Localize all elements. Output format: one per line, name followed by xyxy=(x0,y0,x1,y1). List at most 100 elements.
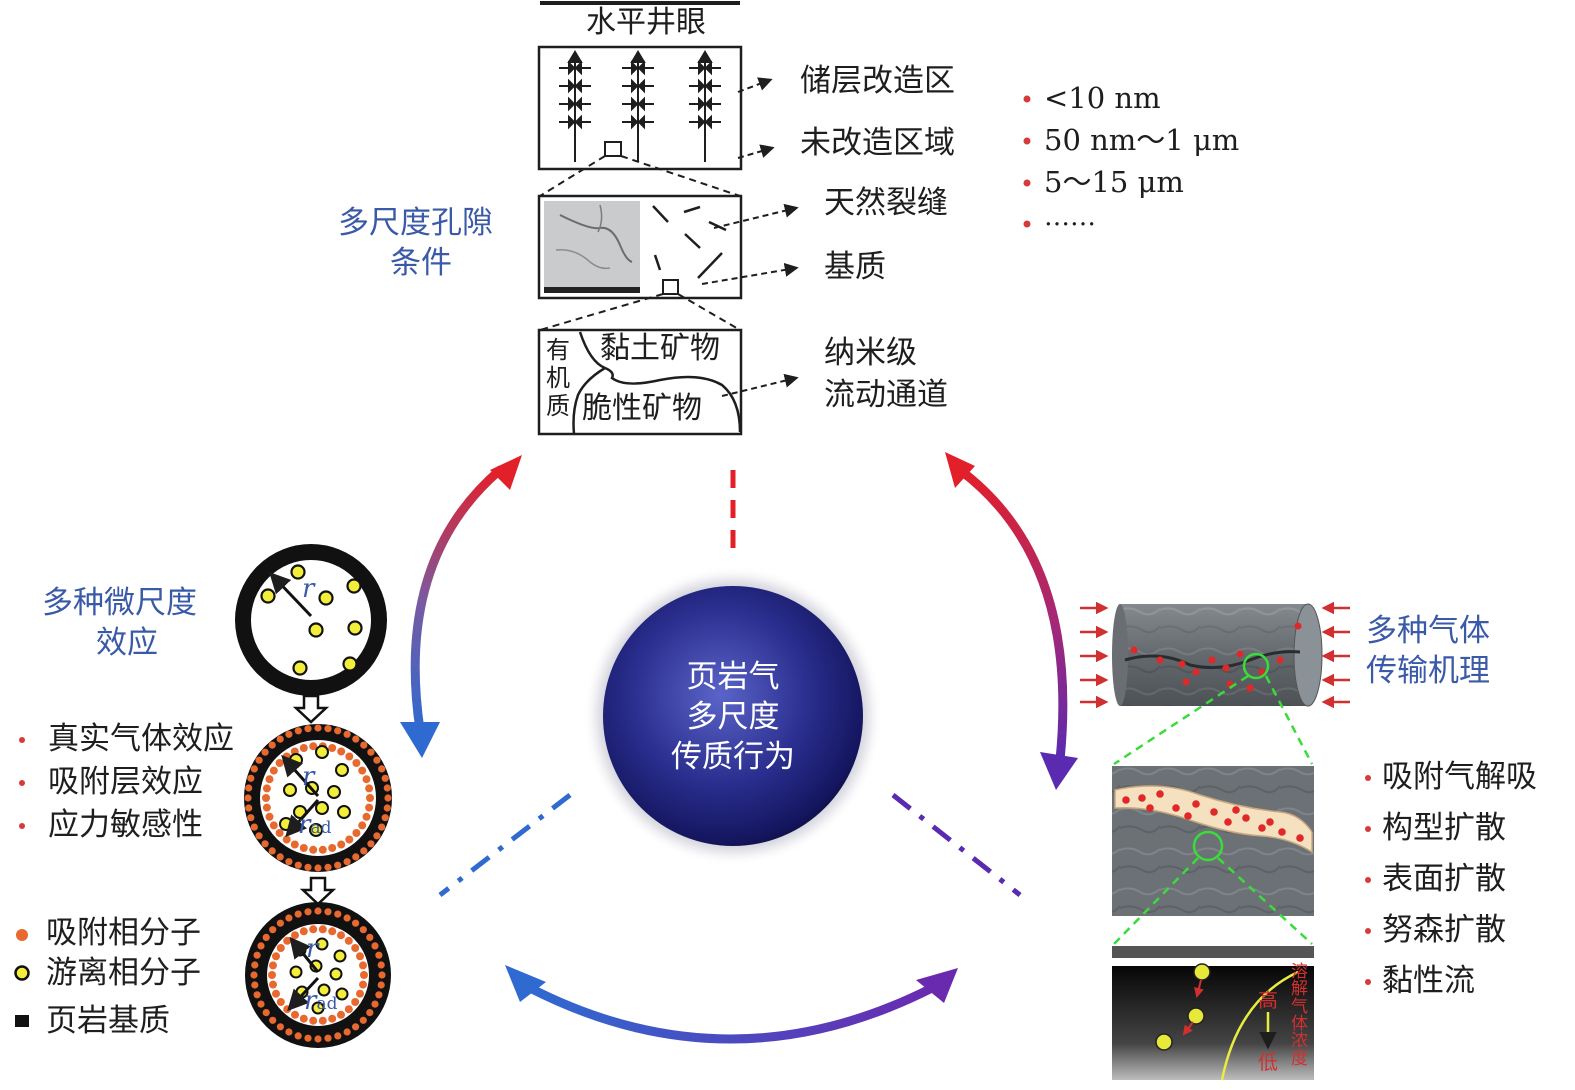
adsorbed-molecule xyxy=(275,759,284,767)
free-molecule xyxy=(292,660,308,676)
adsorbed-molecule xyxy=(367,840,375,848)
legend-adsorbed-dot xyxy=(16,929,28,941)
adsorbed-molecule xyxy=(314,724,322,732)
micro-effects-title-1: 多种微尺度 xyxy=(42,585,197,621)
channel-molecule xyxy=(1138,794,1146,802)
channel-molecule xyxy=(1146,804,1154,812)
free-molecule xyxy=(308,622,324,638)
free-molecule xyxy=(315,745,329,759)
adsorbed-molecule xyxy=(285,1028,293,1036)
scale-item-2: 5～15 μm xyxy=(1044,165,1184,199)
adsorbed-molecule xyxy=(328,1014,337,1023)
adsorbed-molecule xyxy=(269,766,278,775)
legend-free-dot xyxy=(14,965,30,981)
adsorbed-molecule xyxy=(294,1032,302,1040)
adsorbed-molecule xyxy=(291,1010,299,1019)
free-molecule xyxy=(315,937,329,951)
arrow-right-arc xyxy=(955,465,1068,765)
gas-molecule xyxy=(1246,684,1254,692)
free-molecule xyxy=(311,1001,325,1015)
effect-item-2: 应力敏感性 xyxy=(48,807,203,843)
low-label: 低 xyxy=(1258,1050,1278,1074)
adsorbed-molecule xyxy=(378,765,386,773)
adsorbed-molecule xyxy=(245,784,253,792)
adsorbed-molecule xyxy=(371,942,379,950)
adsorbed-molecule xyxy=(314,864,322,872)
adsorbed-molecule xyxy=(255,832,263,840)
adsorbed-molecule xyxy=(378,971,386,979)
adsorbed-molecule xyxy=(384,794,392,802)
brittle-label: 脆性矿物 xyxy=(582,391,702,426)
scale-item-3: …… xyxy=(1044,202,1096,232)
adsorbed-molecule xyxy=(285,914,293,922)
adsorbed-molecule xyxy=(282,835,291,844)
mechanism-item-1: 构型扩散 xyxy=(1382,810,1506,846)
adsorbed-molecule xyxy=(285,858,293,866)
adsorbed-molecule xyxy=(276,919,284,927)
adsorbed-molecule xyxy=(324,908,332,916)
free-molecule xyxy=(346,578,362,594)
channel-molecule xyxy=(1232,806,1240,814)
fracture-arrows xyxy=(559,50,721,162)
adsorbed-molecule xyxy=(360,847,368,855)
adsorbed-molecule xyxy=(262,784,271,793)
adsorbed-molecule xyxy=(269,961,277,970)
adsorbed-molecule xyxy=(365,784,374,793)
concentration-curve xyxy=(1220,970,1299,1081)
adsorbed-molecule xyxy=(366,933,374,942)
adsorbed-molecule xyxy=(299,1014,308,1023)
adsorbed-molecule xyxy=(352,919,360,927)
adsorbed-molecule xyxy=(285,730,293,738)
adsorbed-molecule xyxy=(352,735,360,743)
adsorbed-molecule xyxy=(304,1034,312,1042)
unstimulated-zone-label: 未改造区域 xyxy=(800,125,955,161)
adsorbed-molecule xyxy=(250,823,258,831)
adsorbed-molecule xyxy=(304,725,312,733)
scale-item-1: 50 nm～1 μm xyxy=(1044,123,1240,157)
gas-molecule xyxy=(1182,678,1190,686)
adsorbed-molecule xyxy=(318,845,327,854)
adsorbed-molecule xyxy=(314,907,322,915)
adsorbed-molecule xyxy=(268,847,276,855)
adsorbed-molecule xyxy=(268,971,276,979)
adsorbed-molecule xyxy=(269,926,277,934)
gas-molecule xyxy=(1208,656,1216,664)
channel-molecule xyxy=(1122,796,1130,804)
gas-molecule xyxy=(1222,664,1230,672)
adsorbed-molecule xyxy=(294,861,302,869)
adsorbed-molecule xyxy=(245,804,253,812)
adsorbed-molecule xyxy=(269,821,278,830)
channel-molecule xyxy=(1258,824,1266,832)
adsorbed-molecule xyxy=(318,1016,327,1025)
pore-circle-free xyxy=(235,544,387,696)
stimulated-zone-label: 储层改造区 xyxy=(800,63,955,99)
adsorbed-molecule xyxy=(371,1000,379,1008)
high-label: 高 xyxy=(1258,988,1278,1012)
adsorbed-molecule xyxy=(276,998,285,1006)
adsorbed-molecule xyxy=(262,794,270,802)
adsorbed-molecule xyxy=(378,823,386,831)
legend-adsorbed-label: 吸附相分子 xyxy=(46,915,201,951)
adsorbed-molecule xyxy=(337,931,345,940)
spoke-right xyxy=(891,793,1022,897)
adsorbed-molecule xyxy=(373,756,381,764)
adsorbed-molecule xyxy=(383,784,391,792)
adsorbed-molecule xyxy=(377,981,385,989)
adsorbed-molecule xyxy=(290,840,299,849)
gas-molecule xyxy=(1192,668,1200,676)
adsorbed-molecule xyxy=(261,748,269,756)
free-molecule xyxy=(315,801,329,815)
adsorbed-molecule xyxy=(294,727,302,735)
adsorbed-molecule xyxy=(366,794,374,802)
adsorbed-molecule xyxy=(276,735,284,743)
adsorbed-molecule xyxy=(262,1009,270,1017)
channel-molecule xyxy=(1266,818,1274,826)
mechanism-item-2: 表面扩散 xyxy=(1382,861,1506,897)
adsorbed-molecule xyxy=(359,926,367,934)
free-molecule xyxy=(335,763,349,777)
wellbore-label: 水平井眼 xyxy=(586,5,706,40)
channel-molecule xyxy=(1224,818,1232,826)
adsorbed-molecule xyxy=(268,741,276,749)
gas-molecule xyxy=(1236,650,1244,658)
channel-molecule xyxy=(1278,828,1286,836)
